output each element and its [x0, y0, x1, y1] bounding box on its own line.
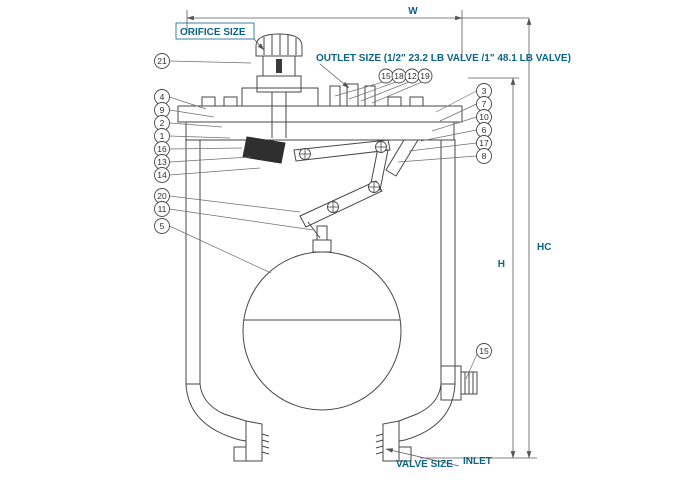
svg-text:12: 12: [407, 71, 417, 81]
svg-text:16: 16: [157, 144, 167, 154]
w-label: W: [408, 6, 418, 17]
svg-text:10: 10: [479, 112, 489, 122]
callout-15-top: 15: [334, 68, 394, 97]
svg-text:15: 15: [479, 346, 489, 356]
callout-12: 12: [360, 68, 420, 102]
svg-text:5: 5: [160, 221, 165, 231]
callout-9: 9: [154, 102, 215, 118]
svg-text:6: 6: [482, 125, 487, 135]
float-stem: [312, 225, 332, 253]
inlet-neck: [233, 420, 412, 462]
hc-label: HC: [537, 242, 551, 253]
callout-16: 16: [154, 141, 243, 157]
svg-text:1: 1: [160, 131, 165, 141]
lever-mechanism: [242, 136, 419, 239]
dimension-hc: HC: [526, 17, 551, 459]
callout-13: 13: [154, 154, 251, 170]
flange-top-plate: [177, 105, 463, 123]
svg-text:14: 14: [157, 170, 167, 180]
svg-text:17: 17: [479, 138, 489, 148]
pivot-pin: [327, 201, 339, 213]
callout-7: 7: [439, 96, 492, 122]
svg-text:7: 7: [482, 99, 487, 109]
callout-19: 19: [371, 68, 433, 104]
mounting-flange: [177, 83, 463, 141]
svg-text:18: 18: [394, 71, 404, 81]
outlet-ports: [329, 83, 376, 107]
callout-4: 4: [154, 89, 207, 110]
outlet-size-callout: OUTLET SIZE (1/2" 23.2 LB VALVE /1" 48.1…: [316, 53, 571, 89]
callout-17: 17: [408, 135, 492, 152]
lower-lever-arm: [299, 180, 383, 228]
svg-text:11: 11: [158, 204, 167, 214]
callout-2: 2: [154, 115, 223, 131]
svg-text:9: 9: [160, 105, 165, 115]
pivot-pin: [368, 181, 380, 193]
pivot-pin: [375, 141, 387, 153]
svg-text:2: 2: [160, 118, 165, 128]
callout-21: 21: [154, 53, 252, 69]
svg-text:15: 15: [381, 71, 391, 81]
svg-text:19: 19: [420, 71, 430, 81]
inlet-label: INLET: [463, 456, 492, 467]
upper-lever-arm: [293, 139, 391, 162]
flange-lower-plate: [185, 121, 455, 141]
drain-plug: [440, 365, 478, 401]
flange-bolts: [201, 96, 424, 107]
callout-15-side: 15: [465, 343, 492, 380]
svg-text:20: 20: [157, 191, 167, 201]
svg-text:3: 3: [482, 86, 487, 96]
valve-size-label: VALVE SIZE: [396, 459, 453, 470]
callout-5: 5: [154, 218, 272, 274]
dimension-h: H: [420, 77, 537, 459]
pivot-pin: [299, 148, 311, 160]
callout-14: 14: [154, 167, 261, 183]
orifice-size-label: ORIFICE SIZE: [180, 27, 246, 38]
valve-size-inlet-callout: VALVE SIZE INLET: [385, 448, 492, 470]
h-label: H: [498, 259, 505, 270]
seal-block: [242, 136, 286, 164]
callout-1: 1: [154, 128, 231, 144]
svg-text:8: 8: [482, 151, 487, 161]
outlet-size-label: OUTLET SIZE (1/2" 23.2 LB VALVE /1" 48.1…: [316, 53, 571, 64]
cap-boss: [241, 87, 319, 107]
svg-text:4: 4: [160, 92, 165, 102]
float-ball: [242, 225, 402, 411]
inlet-threads: [261, 433, 384, 455]
svg-text:21: 21: [157, 56, 167, 66]
orifice-size-callout: ORIFICE SIZE: [175, 22, 265, 51]
callout-8: 8: [397, 148, 492, 164]
svg-text:13: 13: [157, 157, 167, 167]
dimension-w: W: [186, 6, 529, 58]
callout-11: 11: [154, 201, 314, 231]
valve-cap: [255, 33, 303, 138]
valve-body-shell: [185, 139, 456, 442]
callout-20: 20: [154, 188, 301, 213]
pivot-bracket: [385, 139, 419, 177]
